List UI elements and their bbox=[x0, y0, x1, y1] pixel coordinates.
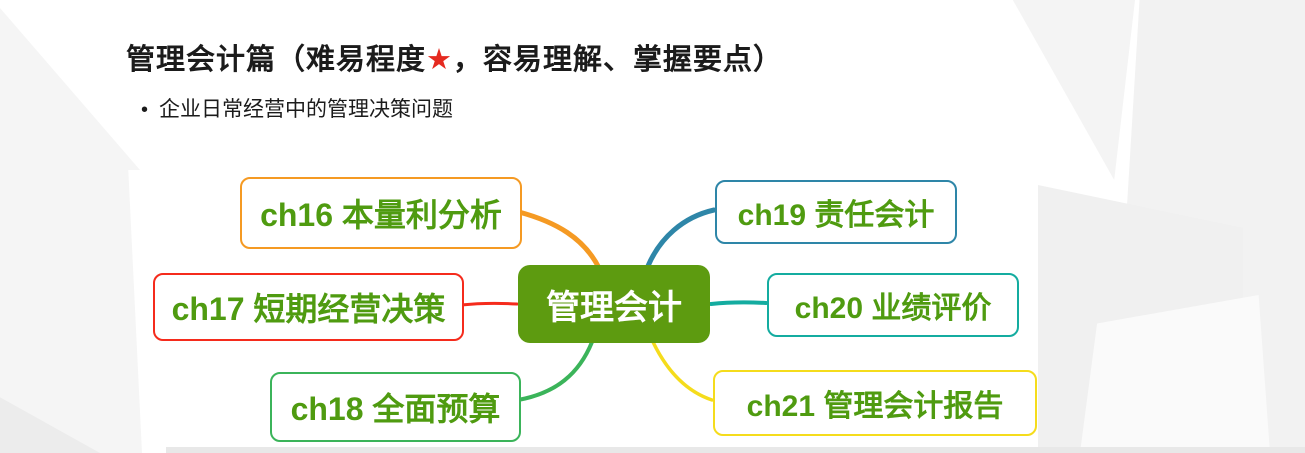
mindmap-node-ch16: ch16 本量利分析 bbox=[240, 177, 522, 249]
mindmap-node-ch20: ch20 业绩评价 bbox=[767, 273, 1019, 337]
bg-polygon-left bbox=[0, 160, 142, 453]
bullet-item: • 企业日常经营中的管理决策问题 bbox=[141, 97, 453, 123]
bullet-marker: • bbox=[141, 99, 149, 121]
mindmap-node-ch18: ch18 全面预算 bbox=[270, 372, 521, 442]
mindmap-node-ch21: ch21 管理会计报告 bbox=[713, 370, 1037, 436]
bullet-text: 企业日常经营中的管理决策问题 bbox=[159, 98, 454, 121]
slide-title-suffix: ，容易理解、掌握要点） bbox=[453, 44, 784, 76]
slide-title-prefix: 管理会计篇（难易程度 bbox=[126, 44, 427, 76]
mindmap-node-ch17: ch17 短期经营决策 bbox=[153, 273, 464, 341]
connector-ch18 bbox=[516, 340, 594, 402]
connector-ch16 bbox=[516, 209, 602, 271]
connector-ch17 bbox=[459, 301, 519, 307]
connector-ch21 bbox=[651, 340, 714, 402]
connector-ch20 bbox=[709, 300, 768, 306]
bg-polygon-right-light bbox=[1080, 295, 1270, 453]
bg-bottom-strip bbox=[166, 447, 1305, 453]
mindmap-center-node: 管理会计 bbox=[518, 265, 710, 343]
connector-ch19 bbox=[645, 207, 717, 269]
mindmap-node-ch19: ch19 责任会计 bbox=[715, 180, 957, 244]
slide-title: 管理会计篇（难易程度★，容易理解、掌握要点） bbox=[126, 36, 783, 78]
difficulty-star-icon: ★ bbox=[426, 44, 454, 76]
